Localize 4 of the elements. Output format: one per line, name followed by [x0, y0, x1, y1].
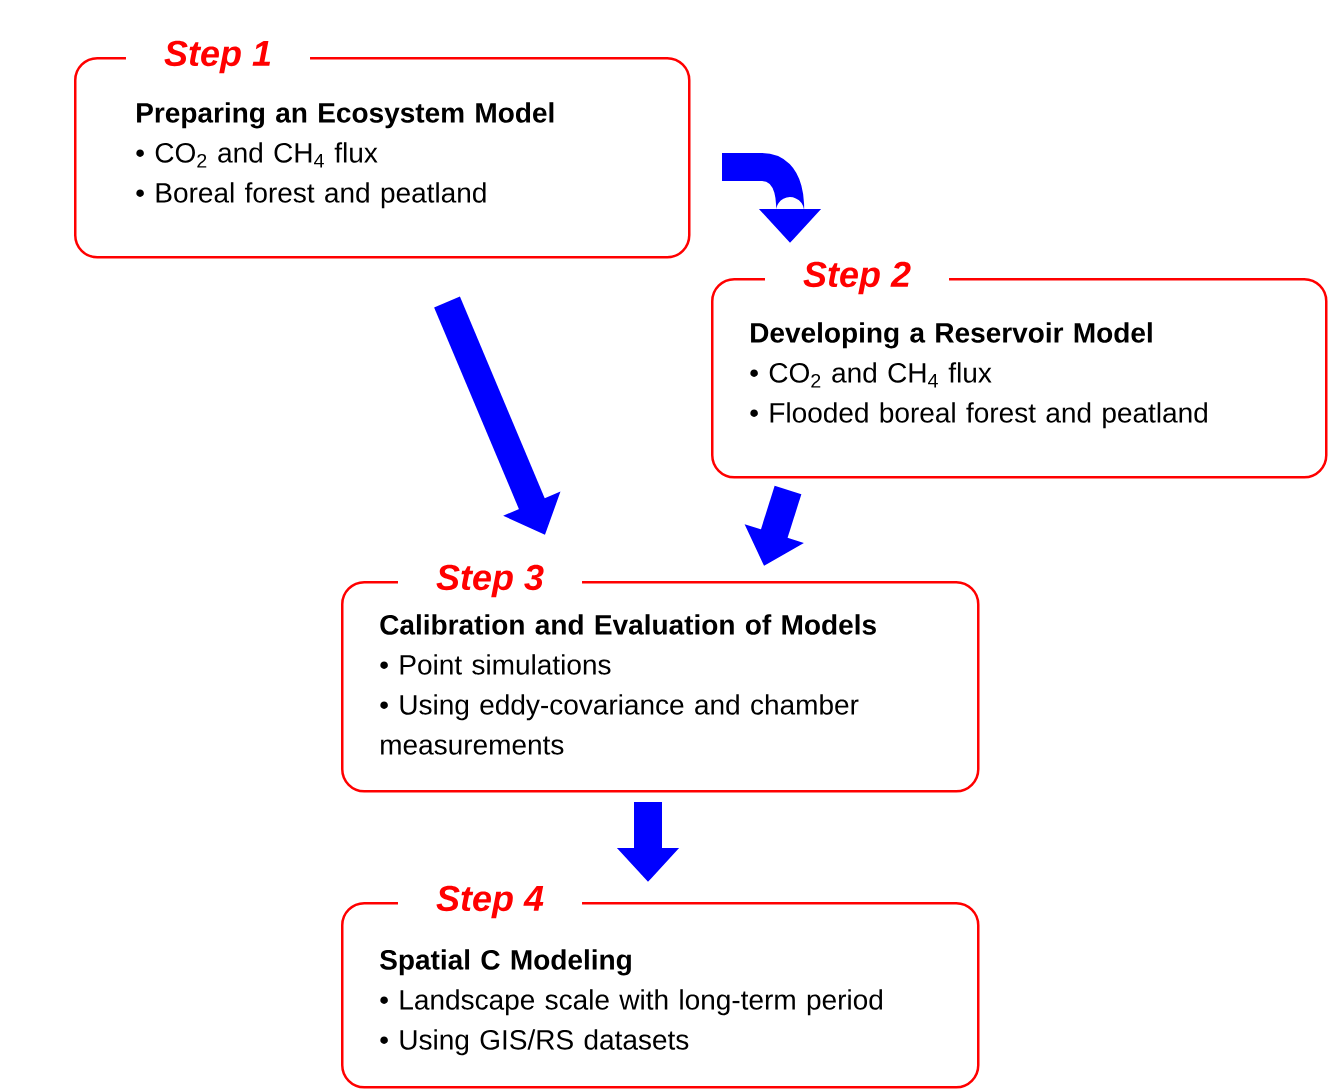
step-box: Step 2 Developing a Reservoir Model • CO$_{2}$ and CH$_{4}$ flux • Flooded boreal forest and peatland [711, 257, 1328, 479]
step-box: Step 3 Calibration and Evaluation of Models • Point simulations • Using eddy-covariance and chamber measurements [341, 560, 980, 793]
step-box: Step 1 Preparing an Ecosystem Model • CO$_{2}$ and CH$_{4}$ flux • Boreal forest and peatland [74, 36, 691, 259]
step-box: Step 4 Spatial C Modeling • Landscape scale with long-term period • Using GIS/RS datasets [341, 881, 980, 1089]
